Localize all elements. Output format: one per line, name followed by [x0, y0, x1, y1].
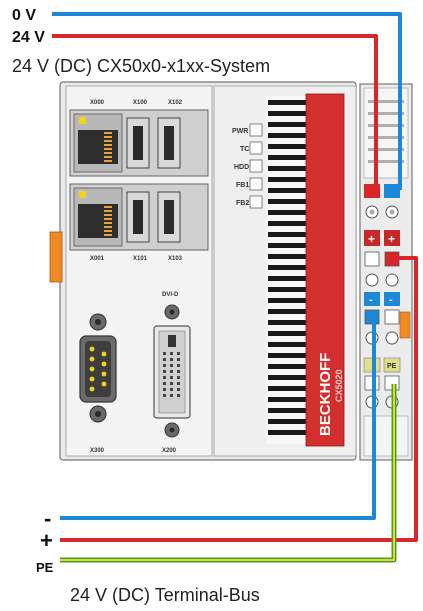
plus-contact-icon — [384, 230, 400, 246]
spring-clamp-icon[interactable] — [365, 273, 379, 287]
ethernet-led-icon — [79, 191, 86, 198]
wire-0v — [52, 12, 402, 190]
cooling-rib — [268, 276, 306, 281]
cooling-rib — [268, 166, 306, 171]
port-label-x100: X100 — [133, 100, 148, 106]
cooling-rib — [268, 188, 306, 193]
cooling-rib — [268, 122, 306, 127]
led-label-hdd: HDD — [234, 164, 249, 171]
cooling-rib — [268, 133, 306, 138]
wire-24v — [52, 34, 378, 190]
brand-name: BECKHOFF — [317, 353, 334, 436]
cooling-rib — [268, 144, 306, 149]
svg-text:-: - — [369, 294, 373, 306]
cooling-rib — [268, 375, 306, 380]
cooling-ribs — [266, 96, 312, 444]
orange-latch — [49, 231, 63, 283]
label-minus: - — [44, 506, 51, 531]
led-hdd-icon — [249, 159, 263, 173]
cooling-rib — [268, 221, 306, 226]
led-fb2-icon — [249, 195, 263, 209]
cooling-rib — [268, 364, 306, 369]
cooling-rib — [268, 408, 306, 413]
cooling-rib — [268, 298, 306, 303]
wire-pe-yellow — [60, 384, 395, 561]
label-plus: + — [40, 528, 53, 553]
port-label-x103: X103 — [168, 256, 183, 262]
wire-plus — [60, 256, 418, 542]
cooling-rib — [268, 397, 306, 402]
port-label-x102: X102 — [168, 100, 183, 106]
contact-0v-icon — [384, 184, 400, 198]
led-label-fb1: FB1 — [236, 182, 249, 189]
label-24v: 24 V — [12, 29, 45, 46]
status-leds: PWR TC HDD FB1 FB2 — [232, 123, 263, 209]
minus-contact-icon — [384, 292, 400, 306]
plus-contact-icon — [364, 230, 380, 246]
spring-clamp-icon[interactable] — [385, 273, 399, 287]
dvi-label: DVI-D — [162, 292, 179, 298]
ethernet-led-icon — [79, 117, 86, 124]
svg-text:-: - — [389, 294, 393, 306]
cooling-rib — [268, 320, 306, 325]
cooling-rib — [268, 309, 306, 314]
led-label-pwr: PWR — [232, 128, 248, 135]
brand-bar — [305, 93, 345, 447]
ethernet-contacts — [104, 132, 112, 162]
svg-text:+: + — [388, 232, 395, 246]
cx-device: X000 X100 X102 — [49, 81, 357, 461]
label-pe: PE — [36, 560, 54, 575]
cooling-rib — [268, 265, 306, 270]
bus-title: 24 V (DC) Terminal-Bus — [70, 585, 260, 605]
cooling-rib — [268, 199, 306, 204]
led-tc-icon — [249, 141, 263, 155]
cooling-rib — [268, 254, 306, 259]
wire-minus — [60, 318, 376, 520]
port-label-x101: X101 — [133, 256, 148, 262]
cooling-rib — [268, 287, 306, 292]
port-label-x000: X000 — [90, 100, 105, 106]
ethernet-socket — [78, 130, 118, 164]
power-terminal: + + - - PE — [359, 83, 413, 461]
system-title: 24 V (DC) CX50x0-x1xx-System — [12, 56, 270, 76]
svg-text:+: + — [368, 232, 375, 246]
port-label-x300: X300 — [90, 448, 105, 454]
cooling-rib — [268, 342, 306, 347]
dvi-pins — [163, 352, 180, 397]
cooling-rib — [268, 100, 306, 105]
spring-clamp-icon[interactable] — [385, 331, 399, 345]
cooling-rib — [268, 353, 306, 358]
led-pwr-icon — [249, 123, 263, 137]
pe-contact-icon — [383, 357, 401, 373]
model-name: CX5020 — [334, 369, 344, 402]
cooling-rib — [268, 430, 306, 435]
cooling-rib — [268, 155, 306, 160]
port-label-x001: X001 — [90, 256, 105, 262]
cooling-rib — [268, 111, 306, 116]
cooling-rib — [268, 419, 306, 424]
cooling-rib — [268, 210, 306, 215]
led-label-tc: TC — [240, 146, 249, 153]
cooling-rib — [268, 331, 306, 336]
led-label-fb2: FB2 — [236, 200, 249, 207]
led-fb1-icon — [249, 177, 263, 191]
minus-contact-icon — [364, 292, 380, 306]
terminal-orange-tab — [399, 311, 411, 339]
pe-mark: PE — [387, 363, 397, 370]
port-label-x200: X200 — [162, 448, 177, 454]
cooling-rib — [268, 243, 306, 248]
com-pins — [89, 346, 107, 392]
cooling-rib — [268, 386, 306, 391]
label-0v: 0 V — [12, 7, 36, 24]
wires — [52, 12, 418, 563]
cooling-rib — [268, 177, 306, 182]
cooling-rib — [268, 232, 306, 237]
